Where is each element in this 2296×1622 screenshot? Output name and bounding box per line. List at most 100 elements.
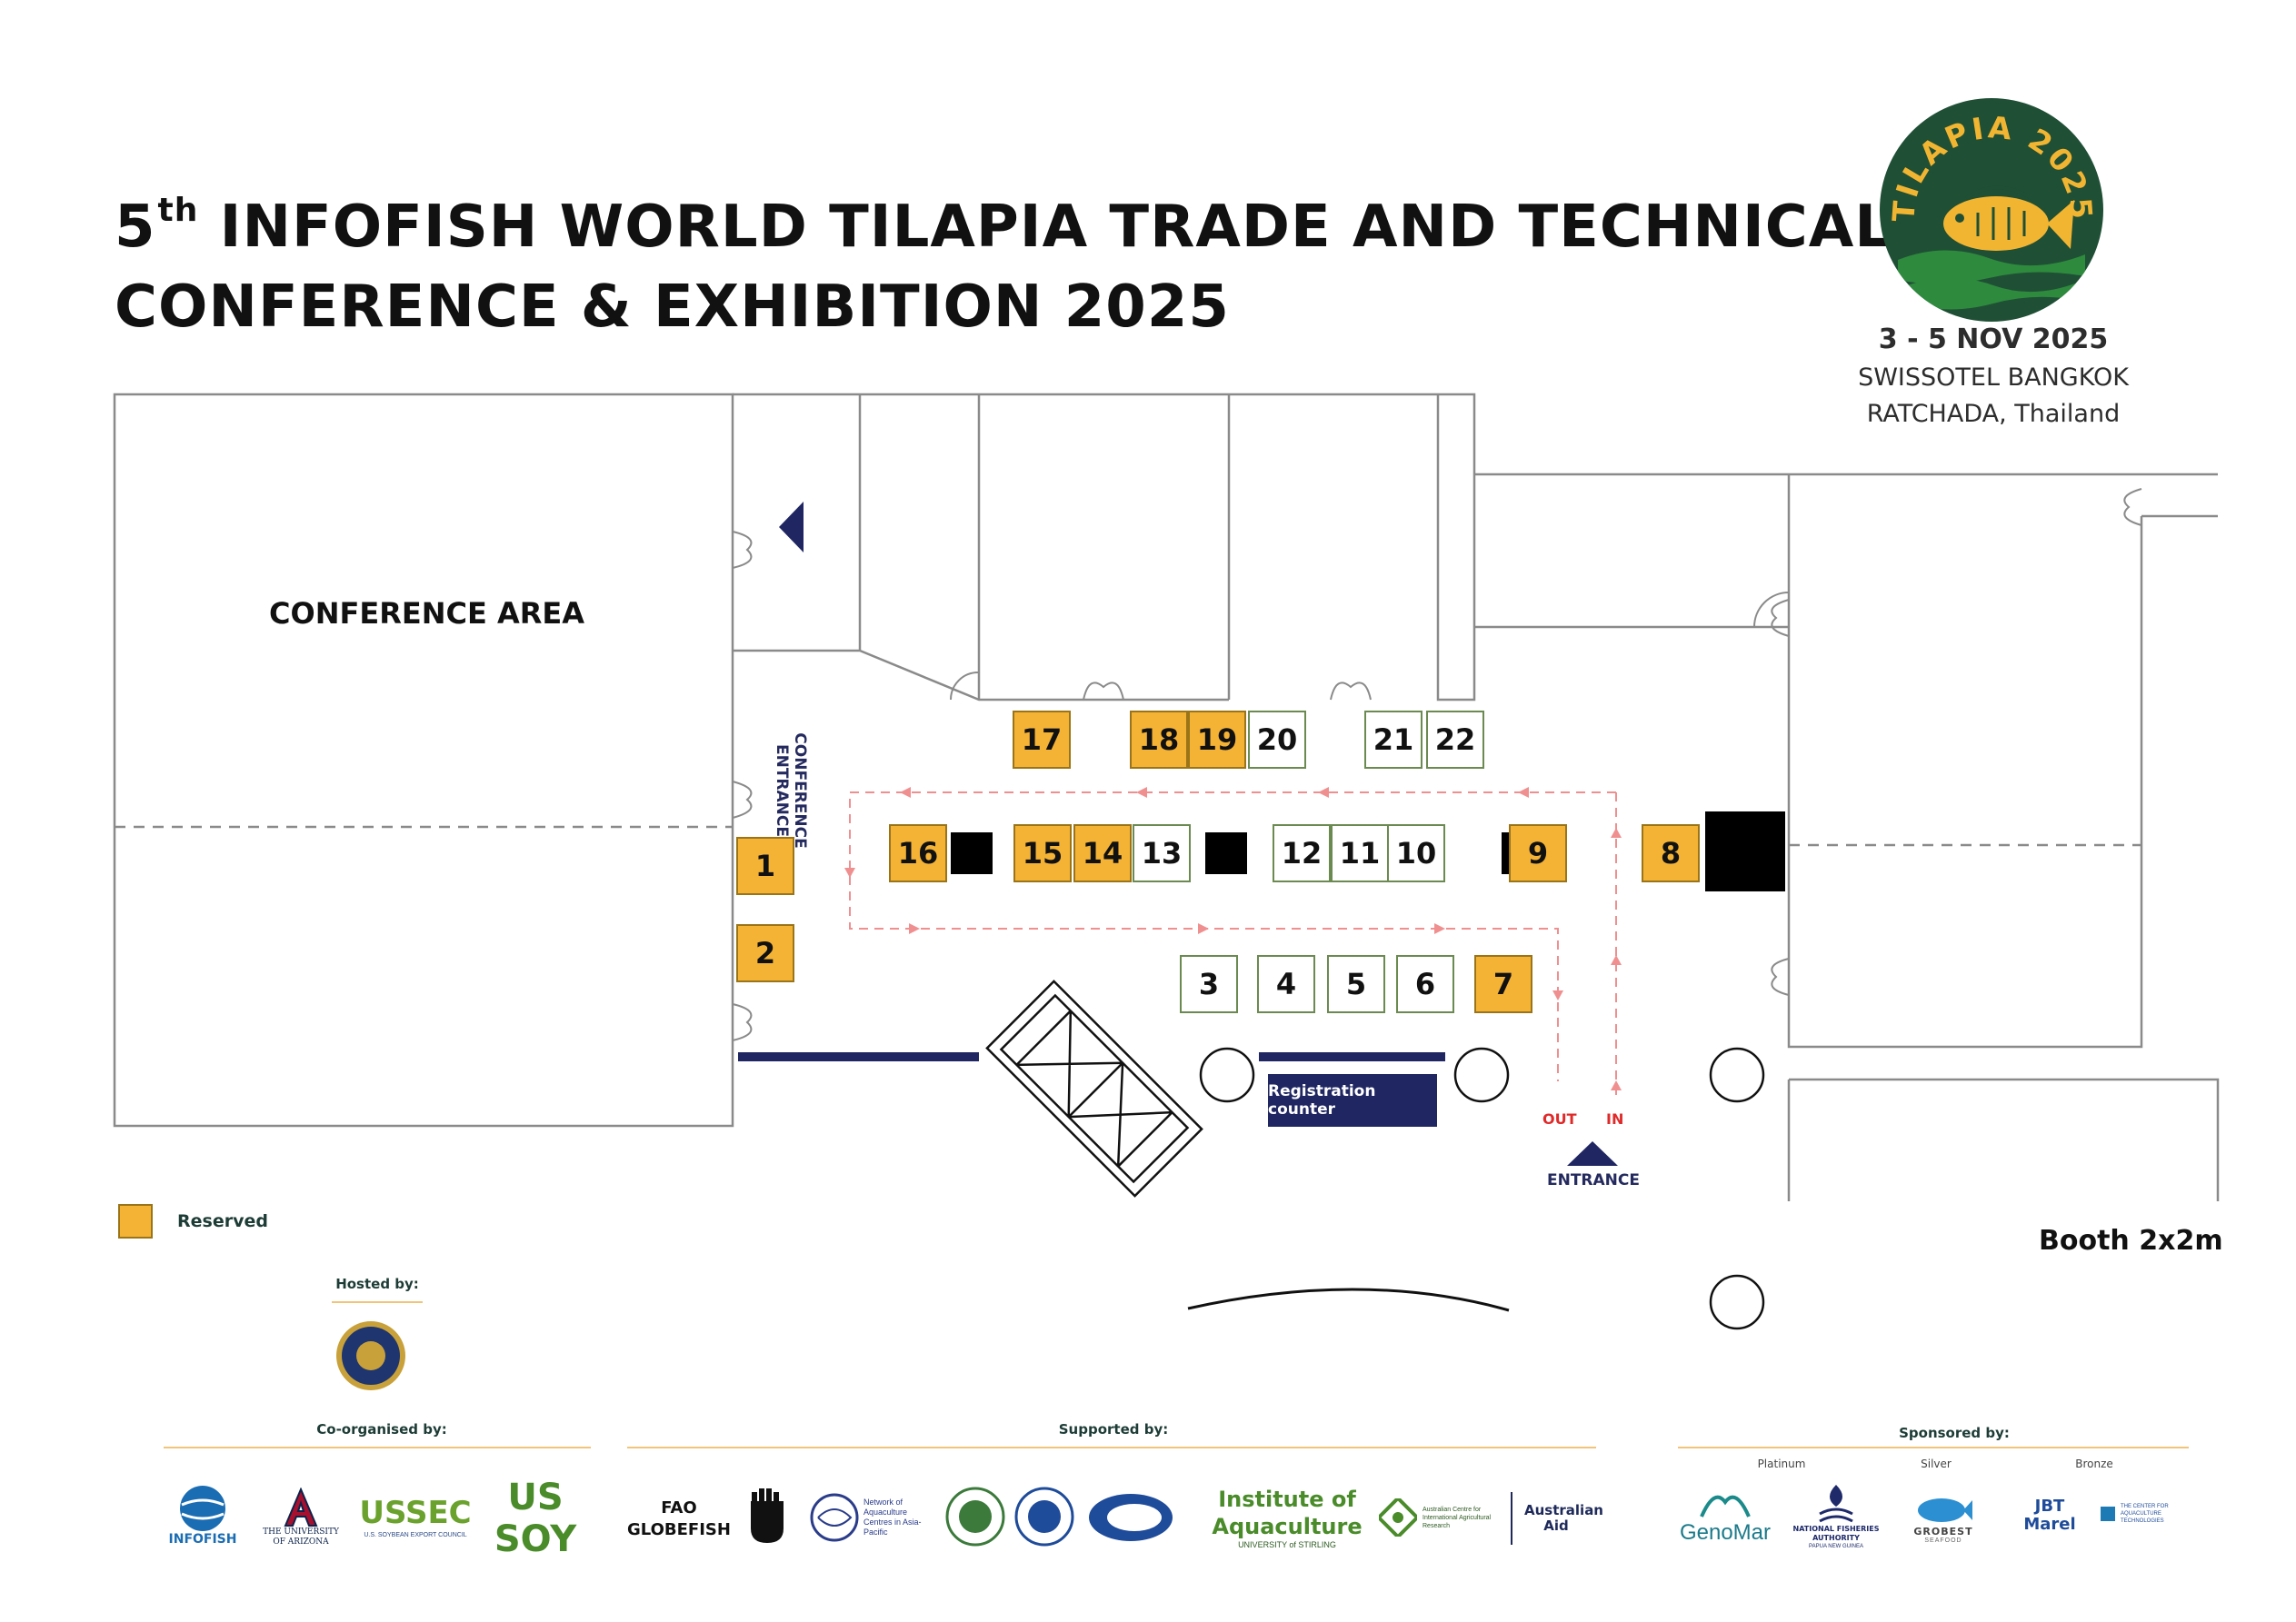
curved-wall <box>1187 1288 1510 1312</box>
door-symbol <box>732 531 753 569</box>
booth-4[interactable]: 4 <box>1257 955 1315 1013</box>
booth-14[interactable]: 14 <box>1073 824 1132 882</box>
conference-entrance-label: CONFERENCE ENTRANCE <box>773 732 809 849</box>
booth-12[interactable]: 12 <box>1273 824 1331 882</box>
booth-17[interactable]: 17 <box>1013 711 1071 769</box>
conference-entrance-arrow-icon <box>779 502 804 552</box>
co-organised-by-heading: Co-organised by: <box>316 1421 447 1438</box>
institute-seal-green-icon <box>945 1487 1005 1547</box>
room-dividers <box>115 825 2141 847</box>
escalator-outer <box>985 980 1203 1198</box>
arrow-right-icon <box>1198 923 1209 934</box>
supported-by-heading: Supported by: <box>1058 1421 1169 1438</box>
cat-logo-icon <box>2101 1507 2115 1521</box>
tilapia-2025-seal: TILAPIA 2025 <box>1880 98 2103 322</box>
supported-by-rule <box>627 1447 1596 1448</box>
booth-5[interactable]: 5 <box>1327 955 1385 1013</box>
national-fisheries-authority-logo: NATIONAL FISHERIES AUTHORITY PAPUA NEW G… <box>1783 1474 1889 1557</box>
naca-logo: Network of Aquaculture Centres in Asia-P… <box>807 1487 934 1548</box>
arizona-logo-text: THE UNIVERSITY OF ARIZONA <box>263 1527 339 1547</box>
bronze-tier-label: Bronze <box>2075 1458 2113 1470</box>
hosted-by-rule <box>332 1301 423 1303</box>
door-symbol <box>732 781 753 819</box>
booth-1[interactable]: 1 <box>736 837 794 895</box>
event-venue-line-2: RATCHADA, Thailand <box>1866 400 2121 428</box>
arrow-up-icon <box>1611 1080 1622 1090</box>
fisheries-authority-icon <box>1819 1485 1853 1523</box>
barrier <box>1259 1052 1445 1061</box>
booth-3[interactable]: 3 <box>1180 955 1238 1013</box>
door-symbol <box>1083 682 1124 701</box>
genomar-logo-text: GenoMar <box>1679 1520 1772 1545</box>
barrier <box>738 1052 979 1061</box>
reserved-legend-swatch <box>118 1204 153 1239</box>
arrow-right-icon <box>1434 923 1445 934</box>
ussec-logo: USSEC U.S. SOYBEAN EXPORT COUNCIL <box>359 1483 471 1550</box>
booth-6[interactable]: 6 <box>1396 955 1454 1013</box>
cat-logo-text: THE CENTER FOR AQUACULTURE TECHNOLOGIES <box>2121 1504 2169 1524</box>
room-partitions <box>733 394 1231 702</box>
platinum-tier-label: Platinum <box>1757 1458 1806 1470</box>
booth-15[interactable]: 15 <box>1013 824 1072 882</box>
booth-22[interactable]: 22 <box>1426 711 1484 769</box>
booth-20[interactable]: 20 <box>1248 711 1306 769</box>
booth-11[interactable]: 11 <box>1331 824 1389 882</box>
booth-19[interactable]: 19 <box>1188 711 1246 769</box>
escalator-cross <box>1016 1010 1173 1167</box>
arrow-left-icon <box>1518 787 1529 798</box>
service-room-outline <box>1787 1078 2220 1201</box>
aciar-logo: Australian Centre for International Agri… <box>1378 1487 1505 1548</box>
sponsored-by-heading: Sponsored by: <box>1899 1425 2010 1441</box>
visitor-flow-path <box>844 787 1622 1095</box>
door-swing-arc <box>1753 592 1790 628</box>
pillar <box>1205 832 1247 874</box>
booth-9[interactable]: 9 <box>1509 824 1567 882</box>
booth-8[interactable]: 8 <box>1642 824 1700 882</box>
walls <box>113 393 2220 1201</box>
arrow-left-icon <box>1136 787 1147 798</box>
escalator-icon <box>985 980 1203 1198</box>
conference-area-label: CONFERENCE AREA <box>269 596 584 631</box>
entrance-label: ENTRANCE <box>1547 1171 1640 1189</box>
escalator-steps <box>1015 1010 1173 1168</box>
pillars <box>951 811 1785 1330</box>
door-symbol <box>732 1003 753 1041</box>
booth-16[interactable]: 16 <box>889 824 947 882</box>
booth-size-label: Booth 2x2m <box>2039 1225 2223 1257</box>
grobest-fish-icon <box>1918 1498 1972 1522</box>
arrow-left-icon <box>1318 787 1329 798</box>
escalator-inner <box>999 993 1190 1184</box>
grobest-logo-text: GROBEST <box>1913 1526 1973 1537</box>
round-column <box>1709 1274 1765 1330</box>
event-info: 3 - 5 NOV 2025 SWISSOTEL BANGKOK RATCHAD… <box>1818 320 2169 433</box>
arrow-left-icon <box>900 787 911 798</box>
door-symbol <box>2123 488 2142 526</box>
arrow-right-icon <box>909 923 920 934</box>
entrance-arrow-icon <box>1567 1141 1618 1166</box>
booth-18[interactable]: 18 <box>1130 711 1188 769</box>
papua-new-guinea-text: PAPUA NEW GUINEA <box>1809 1544 1863 1549</box>
door-swing-arc <box>950 672 979 701</box>
infofish-logo: INFOFISH <box>162 1479 244 1552</box>
booth-10[interactable]: 10 <box>1387 824 1445 882</box>
institute-of-aquaculture-text: Institute of Aquaculture <box>1212 1487 1363 1539</box>
jbt-marel-text: JBT Marel <box>2023 1497 2076 1534</box>
booth-7[interactable]: 7 <box>1474 955 1532 1013</box>
booth-2[interactable]: 2 <box>736 924 794 982</box>
institute-seal-blue-icon <box>1014 1487 1074 1547</box>
silver-tier-label: Silver <box>1921 1458 1952 1470</box>
tilapia-2025-seal-graphic: TILAPIA 2025 <box>1885 109 2097 310</box>
booth-21[interactable]: 21 <box>1364 711 1423 769</box>
australian-aid-text: Australian Aid <box>1524 1502 1603 1534</box>
flow-in-label: IN <box>1606 1110 1624 1128</box>
grobest-seafood-text: SEAFOOD <box>1924 1537 1962 1544</box>
pillar <box>951 832 993 874</box>
arrow-down-icon <box>844 868 855 878</box>
registration-counter: Registration counter <box>1268 1074 1437 1127</box>
aciar-logo-text: Australian Centre for International Agri… <box>1423 1506 1492 1529</box>
university-of-stirling-text: UNIVERSITY of STIRLING <box>1238 1540 1336 1549</box>
booth-13[interactable]: 13 <box>1133 824 1191 882</box>
genomar-logo: GenoMar <box>1674 1478 1776 1552</box>
infofish-globe-icon <box>180 1486 225 1531</box>
